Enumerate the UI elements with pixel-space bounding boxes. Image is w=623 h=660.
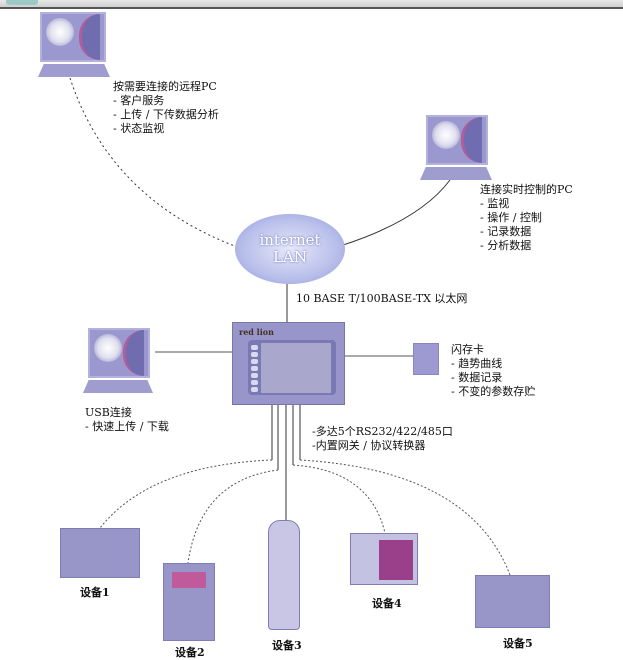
- device-5-icon: [475, 575, 550, 628]
- top-toolbar: [0, 0, 623, 9]
- serial-text: -多达5个RS232/422/485口 -内置网关 / 协议转换器: [312, 425, 453, 453]
- hmi-screen: [261, 343, 331, 393]
- device-4-icon: [350, 533, 418, 585]
- device-3-label: 设备3: [272, 639, 302, 652]
- ethernet-label: 10 BASE T/100BASE-TX 以太网: [296, 292, 468, 305]
- serial-item: -多达5个RS232/422/485口: [312, 425, 453, 438]
- toolbar-tab[interactable]: [6, 0, 38, 5]
- hmi-brand-logo: red lion: [239, 327, 274, 337]
- realtime-pc-link: [342, 179, 451, 246]
- internet-lan-cloud: internet LAN: [235, 214, 345, 284]
- remote-pc-item: - 上传 / 下传数据分析: [113, 108, 219, 121]
- flash-card-item: - 趋势曲线: [451, 357, 503, 370]
- device-3-icon: [268, 520, 300, 630]
- usb-text: USB连接 - 快速上传 / 下载: [85, 406, 169, 434]
- realtime-pc-title: 连接实时控制的PC: [480, 183, 573, 196]
- flash-card-title: 闪存卡: [451, 343, 484, 356]
- hmi-device: red lion: [232, 322, 345, 405]
- remote-pc-item: - 状态监视: [113, 122, 165, 135]
- realtime-pc-text: 连接实时控制的PC - 监视 - 操作 / 控制 - 记录数据 - 分析数据: [480, 183, 573, 253]
- device-2-icon: [163, 563, 215, 641]
- device-links: [99, 459, 511, 576]
- flash-card-item: - 不变的参数存贮: [451, 385, 536, 398]
- flash-card-item: - 数据记录: [451, 371, 503, 384]
- serial-item: -内置网关 / 协议转换器: [312, 439, 426, 452]
- cloud-label-lan: LAN: [273, 248, 307, 266]
- device-1-label: 设备1: [80, 586, 110, 599]
- remote-pc-title: 按需要连接的远程PC: [113, 80, 217, 93]
- usb-item: - 快速上传 / 下载: [85, 420, 169, 433]
- usb-title: USB连接: [85, 406, 132, 419]
- device-5-label: 设备5: [503, 637, 533, 650]
- device-2-label: 设备2: [175, 646, 205, 659]
- realtime-pc-item: - 记录数据: [480, 225, 532, 238]
- serial-lines: [271, 405, 301, 520]
- flash-card-text: 闪存卡 - 趋势曲线 - 数据记录 - 不变的参数存贮: [451, 343, 535, 399]
- flash-card-icon: [413, 343, 439, 375]
- realtime-pc-item: - 操作 / 控制: [480, 211, 542, 224]
- realtime-pc-item: - 分析数据: [480, 239, 532, 252]
- remote-pc-link: [69, 77, 241, 249]
- realtime-pc-item: - 监视: [480, 197, 510, 210]
- remote-pc-text: 按需要连接的远程PC - 客户服务 - 上传 / 下传数据分析 - 状态监视: [113, 80, 219, 136]
- device-1-icon: [60, 528, 140, 578]
- device-4-label: 设备4: [372, 597, 402, 610]
- remote-pc-item: - 客户服务: [113, 94, 165, 107]
- cloud-label-internet: internet: [259, 231, 321, 249]
